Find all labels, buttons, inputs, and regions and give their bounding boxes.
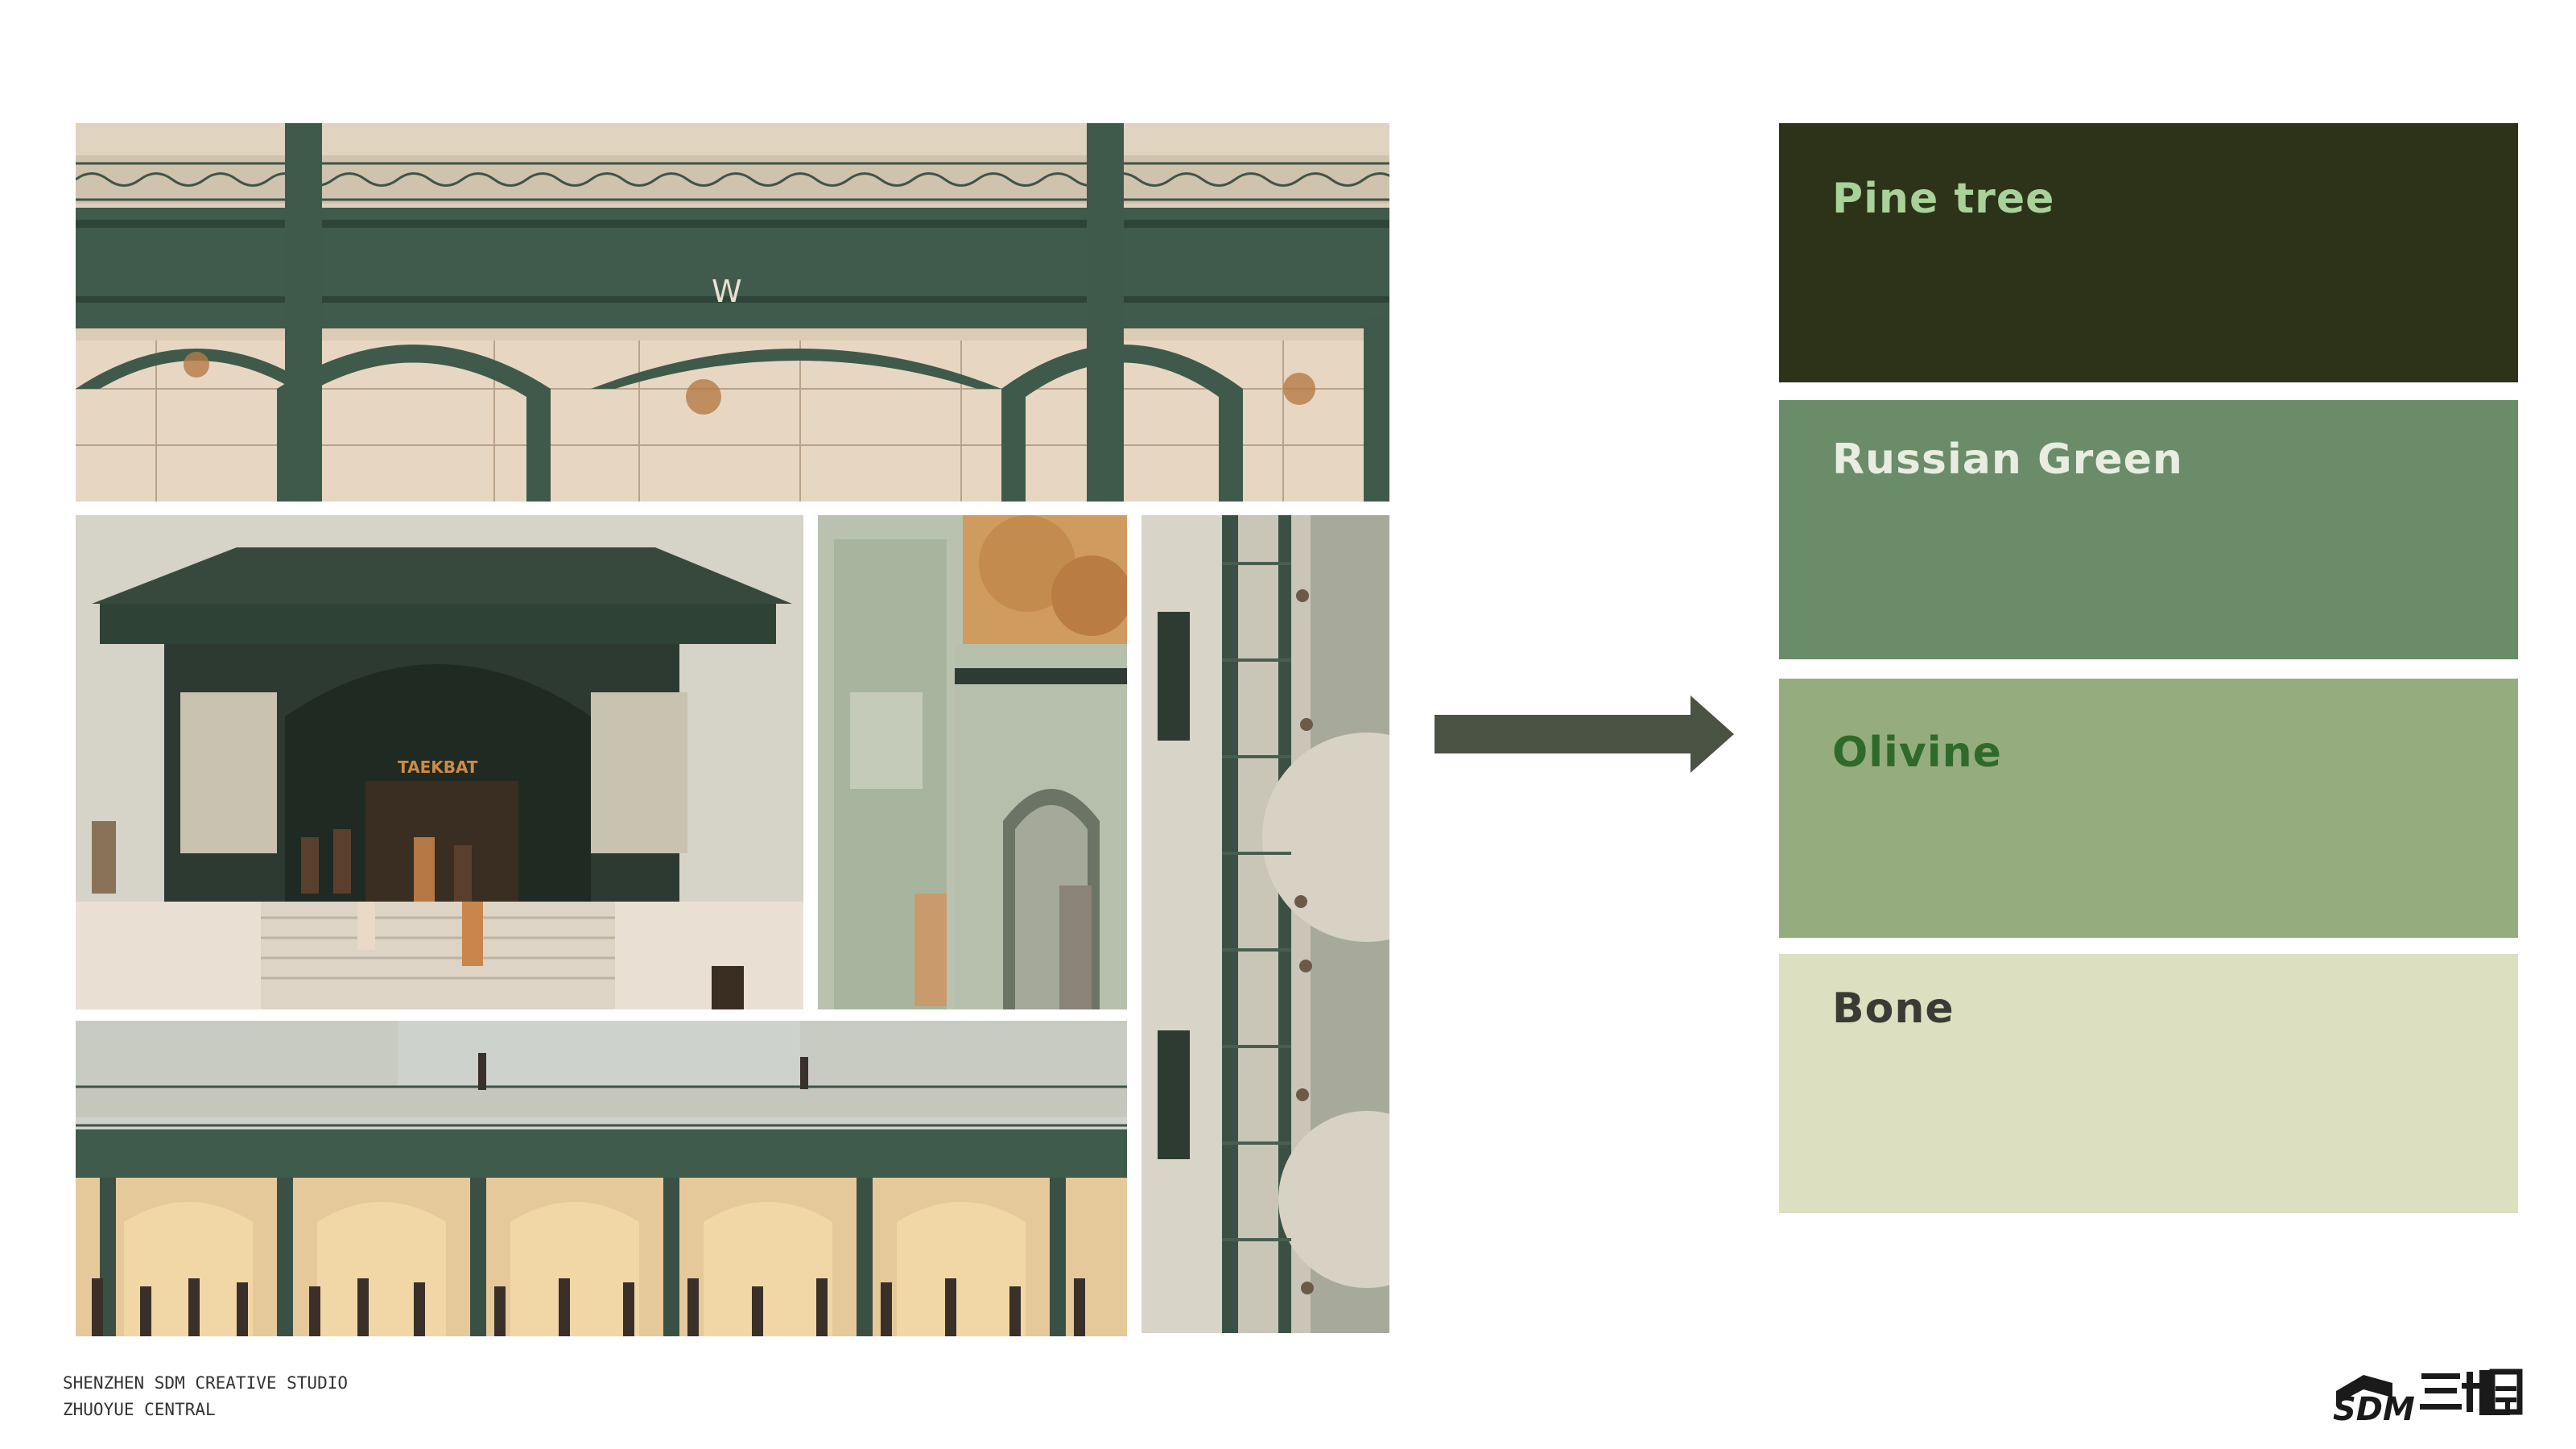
swatch-russian-green: Russian Green bbox=[1779, 400, 2518, 659]
photo-station-arcade-crowd bbox=[76, 1021, 1127, 1336]
pavilion-sign: TAEKBAT bbox=[398, 758, 478, 777]
svg-text:SDM: SDM bbox=[2333, 1391, 2415, 1425]
swatch-label: Bone bbox=[1832, 985, 1955, 1033]
swatch-pine-tree: Pine tree bbox=[1779, 123, 2518, 382]
sdm-logo: SDM bbox=[2333, 1368, 2523, 1425]
studio-footer: SHENZHEN SDM CREATIVE STUDIO ZHUOYUE CEN… bbox=[63, 1370, 348, 1423]
footer-line-location: ZHUOYUE CENTRAL bbox=[63, 1400, 216, 1419]
footer-line-studio: SHENZHEN SDM CREATIVE STUDIO bbox=[63, 1373, 349, 1393]
bridge-sign: W bbox=[712, 274, 742, 309]
photo-aerial-walkway bbox=[1141, 515, 1389, 1333]
swatch-label: Pine tree bbox=[1832, 175, 2055, 223]
arrow-shape bbox=[1435, 696, 1734, 773]
swatch-olivine: Olivine bbox=[1779, 679, 2518, 938]
photo-iron-bridge-arcade: W bbox=[76, 123, 1389, 502]
photo-station-pavilion: TAEKBAT bbox=[76, 515, 803, 1009]
swatch-label: Olivine bbox=[1832, 729, 2002, 777]
swatch-label: Russian Green bbox=[1832, 436, 2183, 484]
photo-classical-facade bbox=[818, 515, 1127, 1009]
swatch-bone: Bone bbox=[1779, 954, 2518, 1213]
arrow-right-icon bbox=[1435, 696, 1734, 773]
